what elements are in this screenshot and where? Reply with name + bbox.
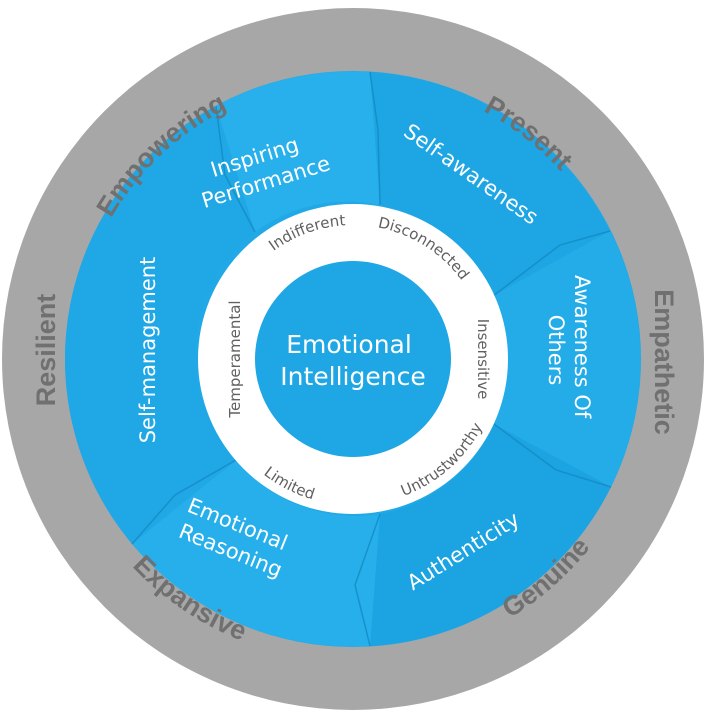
segment-dividers: [131, 71, 612, 647]
domain-label-self-management: Self-management: [136, 257, 160, 444]
inner-word-temperamental: Temperamental: [226, 300, 244, 418]
outer-word-empathetic: Empathetic: [649, 289, 679, 435]
outer-word-resilient: Resilient: [31, 294, 61, 407]
center-circle: [255, 261, 451, 457]
center-title: Emotional Intelligence: [280, 330, 425, 391]
domain-segment-self-management: [64, 106, 255, 544]
divider-3: [493, 423, 612, 488]
divider-4: [354, 513, 381, 647]
inner-word-insensitive: Insensitive: [474, 319, 492, 400]
divider-2: [492, 230, 611, 297]
domain-segment-awareness-of-others: [493, 231, 641, 487]
divider-6: [215, 105, 256, 233]
domain-label-awareness-of-others: Awareness Of Others: [544, 275, 594, 425]
divider-5: [131, 459, 237, 545]
divider-1: [369, 71, 381, 206]
domain-segment-self-awareness: [370, 72, 610, 296]
domain-segment-inspiring-performance: [216, 71, 380, 232]
domain-segment-authenticity: [370, 424, 611, 646]
domain-segment-emotional-reasoning: [132, 460, 380, 647]
